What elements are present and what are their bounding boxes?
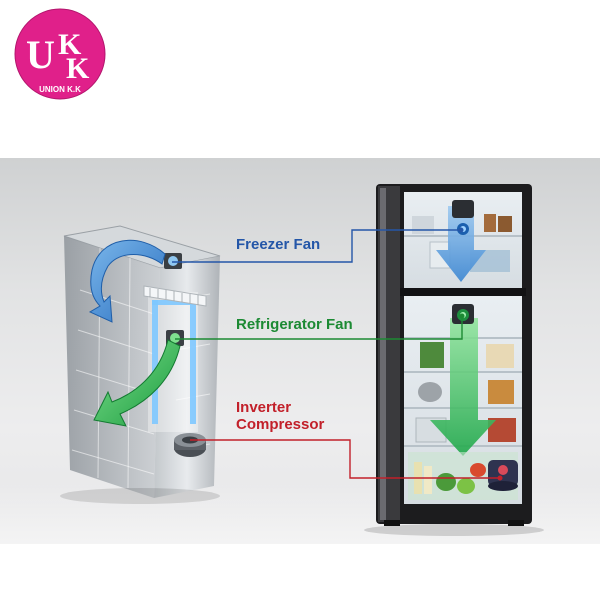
freezer-fan-label: Freezer Fan <box>236 236 321 253</box>
freezer-airflow-arrow <box>88 239 166 323</box>
logo-letter-u: U <box>26 32 55 77</box>
inverter-compressor-label-line-2: Compressor <box>236 416 325 433</box>
refrigerator-fan-label: Refrigerator Fan <box>236 316 353 333</box>
cutaway-cabinet <box>60 225 221 504</box>
compressor-leader-line <box>190 439 500 479</box>
compressor-unit <box>174 433 206 457</box>
logo-badge <box>14 8 106 100</box>
logo-caption: UNION K.K <box>39 85 81 94</box>
freezer-fan-leader-line <box>172 229 461 263</box>
refrigerator-fan-leader-line <box>175 316 463 340</box>
logo-letter-k-bottom: K <box>66 52 90 85</box>
inverter-compressor-label-line-1: Inverter <box>236 399 292 416</box>
logo-letter-k-top: K <box>58 28 82 61</box>
refrigerator-cold-air-arrow <box>430 318 496 456</box>
inverter-compressor-label: Inverter Compressor <box>236 399 324 433</box>
union-kk-logo: U K K UNION K.K <box>14 8 106 100</box>
refrigerator-illustration <box>364 184 544 536</box>
freezer-cold-air-arrow <box>436 206 486 282</box>
refrigerator-compressor <box>488 460 518 491</box>
refrigerator-airflow-arrow <box>93 339 181 427</box>
